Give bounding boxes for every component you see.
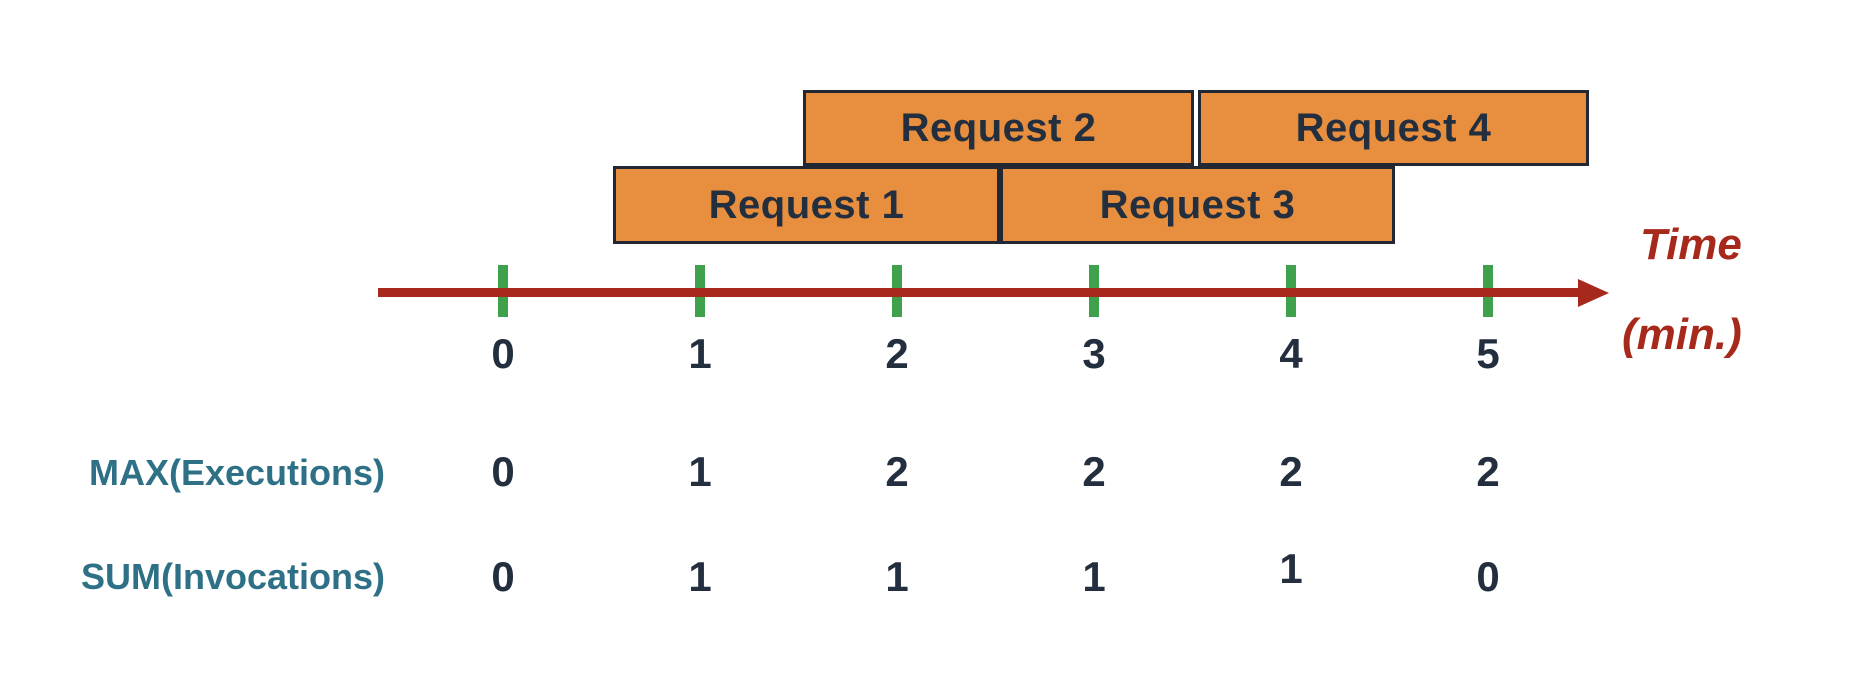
sum-invocations-value-5: 0 bbox=[1476, 553, 1500, 600]
axis-unit: (min.) bbox=[1622, 310, 1742, 359]
max-executions-value-4: 2 bbox=[1279, 448, 1303, 495]
time-axis-line bbox=[378, 288, 1582, 297]
sum-invocations-value-0: 0 bbox=[491, 553, 515, 600]
tick-label-2: 2 bbox=[885, 330, 909, 377]
axis-title: Time bbox=[1640, 220, 1742, 269]
request-2-label: Request 2 bbox=[900, 105, 1097, 150]
sum-invocations-value-3: 1 bbox=[1082, 553, 1106, 600]
tick-label-5: 5 bbox=[1476, 330, 1500, 377]
request-1-label: Request 1 bbox=[708, 182, 905, 227]
time-axis-arrowhead-icon bbox=[1578, 279, 1609, 307]
request-3-bar: Request 3 bbox=[1000, 166, 1395, 244]
sum-invocations-value-4: 1 bbox=[1279, 545, 1303, 592]
max-executions-value-5: 2 bbox=[1476, 448, 1500, 495]
request-3-label: Request 3 bbox=[1099, 182, 1296, 227]
max-executions-value-3: 2 bbox=[1082, 448, 1106, 495]
tick-label-3: 3 bbox=[1082, 330, 1106, 377]
max-executions-value-0: 0 bbox=[491, 448, 515, 495]
max-executions-value-1: 1 bbox=[688, 448, 712, 495]
request-4-bar: Request 4 bbox=[1198, 90, 1589, 166]
sum-invocations-value-2: 1 bbox=[885, 553, 909, 600]
request-2-bar: Request 2 bbox=[803, 90, 1194, 166]
sum-invocations-value-1: 1 bbox=[688, 553, 712, 600]
tick-label-0: 0 bbox=[491, 330, 515, 377]
tick-label-1: 1 bbox=[688, 330, 712, 377]
request-1-bar: Request 1 bbox=[613, 166, 1000, 244]
max-executions-value-2: 2 bbox=[885, 448, 909, 495]
request-4-label: Request 4 bbox=[1295, 105, 1492, 150]
sum-invocations-label: SUM(Invocations) bbox=[80, 556, 385, 597]
max-executions-label: MAX(Executions) bbox=[88, 452, 385, 493]
tick-label-4: 4 bbox=[1279, 330, 1303, 377]
